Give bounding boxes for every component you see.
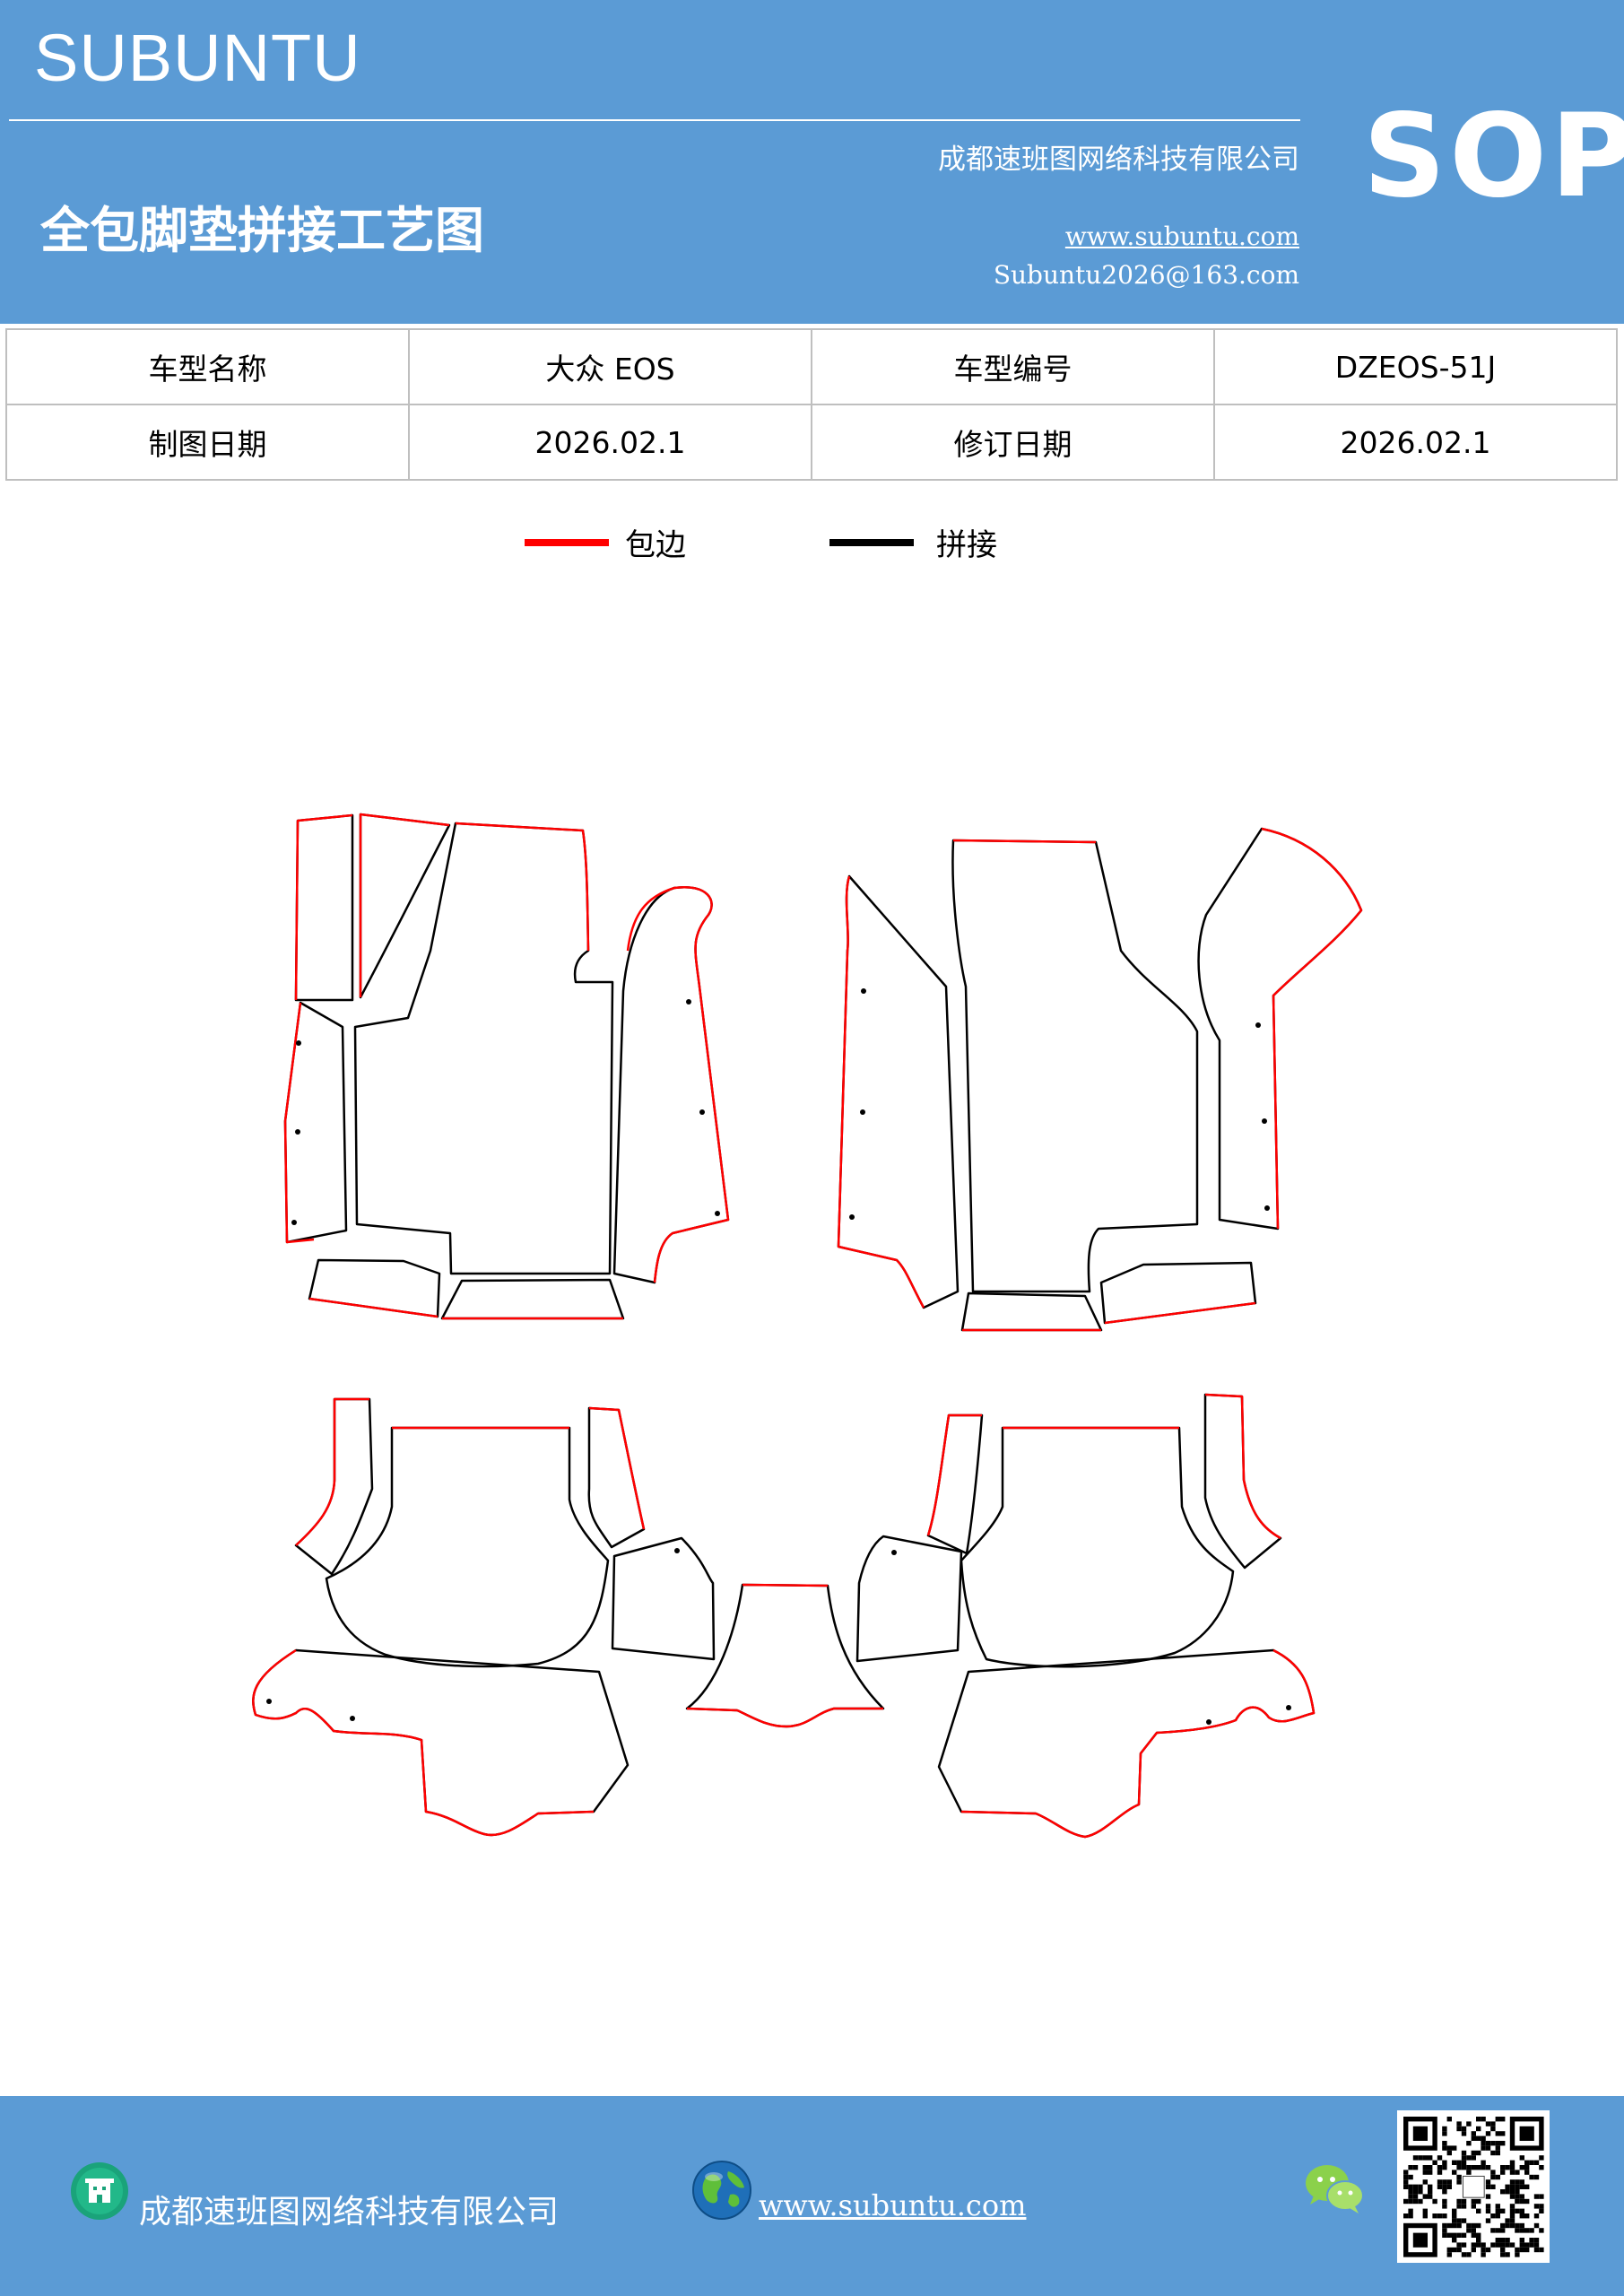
vehicle-info-table: 车型名称 大众 EOS 车型编号 DZEOS-51J 制图日期 2026.02.… <box>5 328 1618 481</box>
mat-piece <box>685 1583 885 1728</box>
table-cell: 修订日期 <box>811 404 1215 481</box>
snap-dot <box>291 1220 297 1225</box>
mat-edge <box>294 813 353 1001</box>
legend-swatch-binding <box>525 539 609 546</box>
mat-piece <box>1099 1261 1257 1325</box>
mat-edge <box>837 875 925 1309</box>
mat-piece <box>837 874 960 1309</box>
header-divider <box>9 119 1300 121</box>
rear-center-mat <box>685 1583 885 1728</box>
snap-dot <box>860 1109 865 1115</box>
snap-dot <box>699 1109 705 1115</box>
mat-piece <box>960 1292 1103 1332</box>
mat-edge <box>359 813 450 997</box>
mat-piece <box>294 813 354 1002</box>
table-row: 车型名称 大众 EOS 车型编号 DZEOS-51J <box>5 328 1618 405</box>
mat-piece <box>587 1406 646 1549</box>
rear-right-mat <box>855 1393 1316 1839</box>
mat-edge <box>1204 1393 1281 1540</box>
company-name: 成都速班图网络科技有限公司 <box>938 144 1299 176</box>
footer-company-name: 成都速班图网络科技有限公司 <box>139 2194 560 2231</box>
snap-dot <box>266 1699 272 1704</box>
snap-dot <box>1286 1705 1291 1710</box>
mat-piece <box>325 1426 610 1668</box>
mat-piece <box>951 839 1199 1293</box>
mat-edge <box>626 885 730 1283</box>
table-cell: 车型名称 <box>5 328 410 405</box>
snap-dot <box>1264 1205 1270 1211</box>
building-icon <box>71 2162 128 2220</box>
table-cell: 2026.02.1 <box>1213 404 1618 481</box>
page-header: SUBUNTU 成都速班图网络科技有限公司 全包脚垫拼接工艺图 www.subu… <box>0 0 1624 324</box>
mat-edge <box>588 1406 646 1530</box>
mat-piece <box>926 1413 984 1555</box>
mat-piece <box>960 1426 1235 1668</box>
mat-piece <box>937 1648 1316 1839</box>
snap-dot <box>686 999 691 1004</box>
snap-dot <box>674 1548 680 1553</box>
legend-label-binding: 包边 <box>625 527 686 563</box>
table-cell: 大众 EOS <box>408 328 812 405</box>
mat-piece <box>611 1536 716 1661</box>
mat-piece <box>440 1278 625 1320</box>
rear-left-mat <box>252 1397 716 1837</box>
table-cell: DZEOS-51J <box>1213 328 1618 405</box>
qr-code[interactable] <box>1397 2110 1550 2263</box>
snap-dot <box>861 988 866 994</box>
snap-dot <box>1206 1719 1211 1725</box>
mat-edge <box>1104 1301 1256 1325</box>
snap-dot <box>1262 1118 1267 1124</box>
snap-dot <box>715 1211 720 1216</box>
globe-icon <box>692 2161 751 2220</box>
table-cell: 车型编号 <box>811 328 1215 405</box>
document-title: 全包脚垫拼接工艺图 <box>40 202 485 259</box>
mat-piece <box>359 813 451 999</box>
mat-piece <box>1197 827 1363 1231</box>
website-link[interactable]: www.subuntu.com <box>1064 222 1299 251</box>
mat-edge <box>295 1397 369 1546</box>
table-cell: 制图日期 <box>5 404 410 481</box>
mat-edge <box>926 1413 982 1536</box>
mat-piece <box>283 1001 348 1244</box>
snap-dot <box>891 1550 897 1555</box>
mat-piece <box>353 822 614 1275</box>
snap-dot <box>849 1214 855 1220</box>
sop-label: SOP <box>1363 90 1624 223</box>
table-row: 制图日期 2026.02.1 修订日期 2026.02.1 <box>5 404 1618 481</box>
front-left-mat <box>283 813 730 1320</box>
mat-edge <box>686 1583 883 1728</box>
mat-edge <box>455 822 590 952</box>
brand-name: SUBUNTU <box>34 21 361 95</box>
snap-dot <box>296 1040 301 1046</box>
mat-edge <box>1261 827 1363 1230</box>
wechat-icon <box>1306 2165 1364 2213</box>
mat-edge <box>283 1002 315 1244</box>
mat-edge <box>952 839 1097 844</box>
mat-piece <box>252 1648 630 1837</box>
legend: 包边 拼接 <box>0 520 1624 574</box>
email-address: Subuntu2026@163.com <box>993 260 1299 290</box>
footer-website-link[interactable]: www.subuntu.com <box>759 2188 1027 2222</box>
front-right-mat <box>837 827 1363 1332</box>
legend-swatch-seam <box>829 539 914 546</box>
page-footer: 成都速班图网络科技有限公司 www.subuntu.com <box>0 2096 1624 2296</box>
mat-piece <box>855 1535 963 1663</box>
mat-piece <box>308 1258 441 1318</box>
snap-dot <box>295 1129 300 1135</box>
mat-edge <box>308 1297 439 1318</box>
legend-label-seam: 拼接 <box>936 527 997 563</box>
snap-dot <box>350 1716 355 1721</box>
mat-edge <box>960 1648 1316 1839</box>
snap-dot <box>1255 1022 1261 1028</box>
table-cell: 2026.02.1 <box>408 404 812 481</box>
mat-edge <box>252 1648 595 1837</box>
